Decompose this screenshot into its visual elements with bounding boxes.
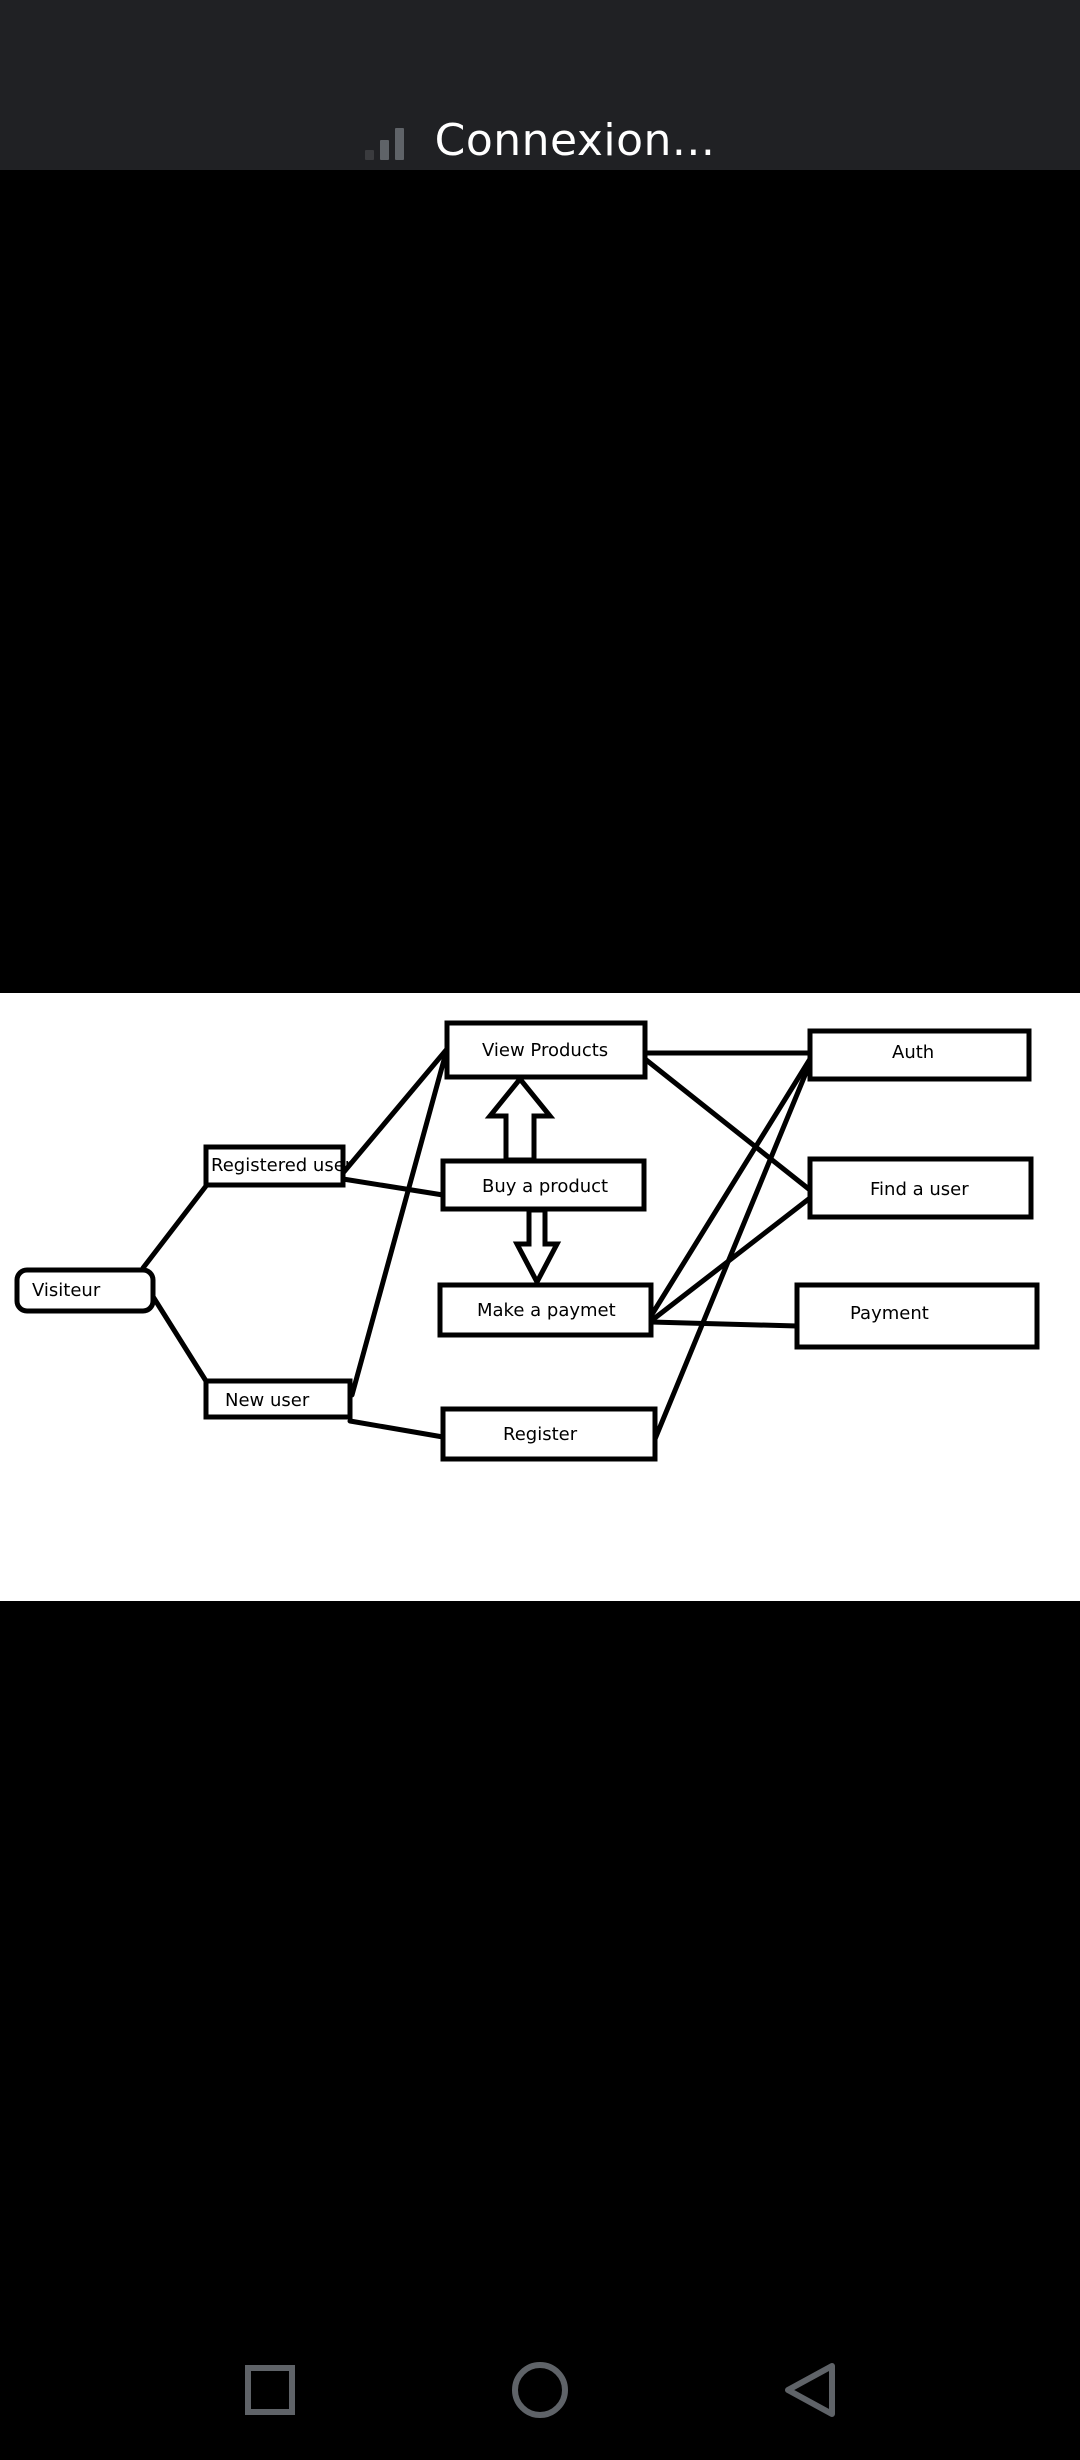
triangle-back-icon	[785, 2363, 835, 2417]
node-buy-product: Buy a product	[440, 1158, 647, 1212]
node-visiteur-label: Visiteur	[32, 1280, 101, 1301]
node-view-products: View Products	[444, 1020, 648, 1080]
node-auth: Auth	[807, 1028, 1032, 1082]
connection-status-bar: Connexion...	[0, 0, 1080, 170]
connection-status-text: Connexion...	[434, 114, 716, 166]
system-nav-bar	[0, 2330, 1080, 2450]
node-new-user-label: New user	[225, 1390, 310, 1411]
node-registered-user: Registered user	[203, 1144, 353, 1188]
node-payment-label: Payment	[850, 1303, 929, 1324]
arrow-down-make-payment	[512, 1207, 562, 1288]
edge-visiteur-registered	[140, 1183, 209, 1271]
circle-icon	[512, 2362, 568, 2418]
edge-pay-payment	[648, 1319, 800, 1329]
arrow-up-view-products	[484, 1075, 556, 1163]
node-make-payment-label: Make a paymet	[477, 1300, 616, 1321]
home-button[interactable]	[500, 2350, 580, 2430]
node-find-user: Find a user	[807, 1156, 1034, 1220]
edge-new-register	[347, 1418, 446, 1440]
node-find-user-label: Find a user	[870, 1179, 969, 1200]
node-buy-product-label: Buy a product	[482, 1176, 608, 1197]
recents-button[interactable]	[230, 2350, 310, 2430]
edge-visiteur-new	[149, 1292, 209, 1384]
connection-status: Connexion...	[0, 105, 1080, 175]
node-registered-user-label: Registered user	[211, 1155, 353, 1176]
edge-view-find	[642, 1056, 813, 1193]
square-icon	[245, 2365, 295, 2415]
edge-register-auth	[652, 1060, 813, 1442]
node-register-label: Register	[503, 1424, 578, 1445]
node-auth-label: Auth	[892, 1042, 934, 1063]
node-visiteur: Visiteur	[14, 1267, 156, 1314]
use-case-diagram: Visiteur Registered user New user View P…	[14, 1020, 1040, 1462]
edge-pay-auth	[648, 1056, 813, 1319]
edge-new-view	[349, 1046, 450, 1398]
node-payment: Payment	[794, 1282, 1040, 1350]
signal-strength-icon	[364, 120, 405, 160]
back-button[interactable]	[770, 2350, 850, 2430]
node-new-user: New user	[203, 1378, 353, 1420]
node-make-payment: Make a paymet	[437, 1282, 654, 1338]
edge-registered-buy	[340, 1176, 446, 1198]
node-register: Register	[440, 1406, 658, 1462]
diagram-image: Visiteur Registered user New user View P…	[0, 993, 1080, 1601]
edge-registered-view	[340, 1046, 450, 1176]
node-view-products-label: View Products	[482, 1040, 608, 1061]
